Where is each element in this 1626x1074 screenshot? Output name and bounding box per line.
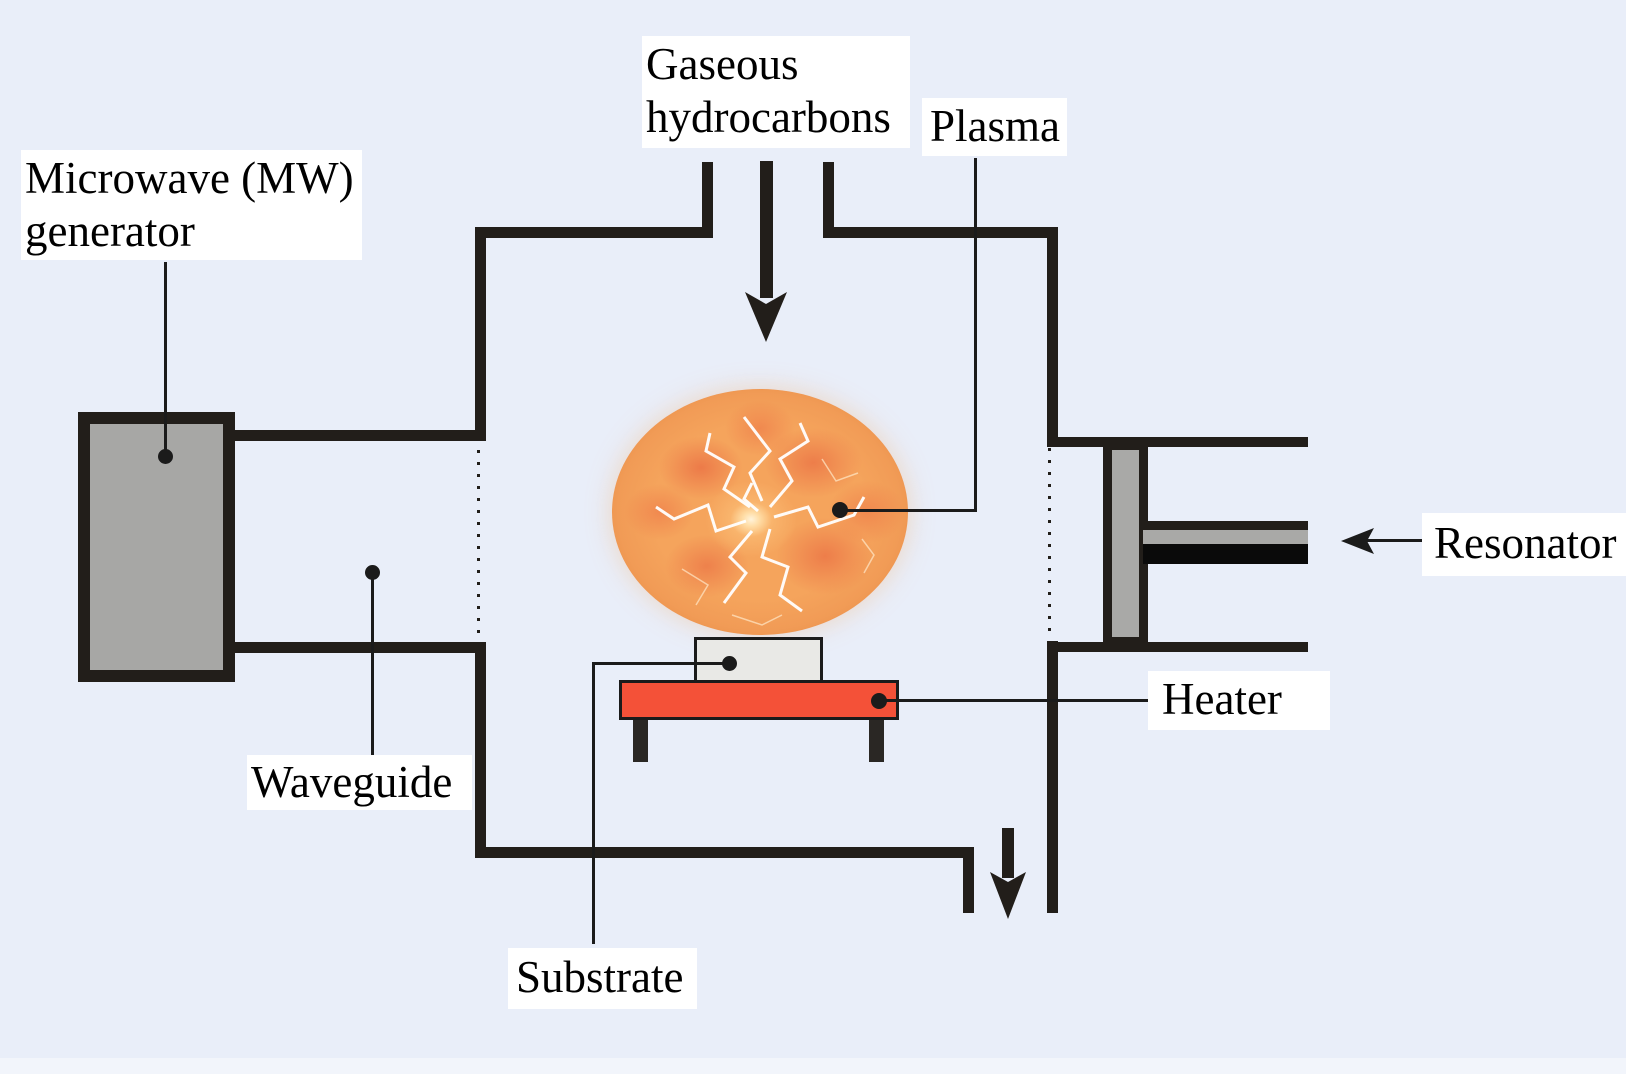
plasma-lightning-icon [655,416,875,626]
label-gaseous-hydrocarbons-line1: Gaseous [646,39,799,89]
plasma-leader-line-vertical [974,158,977,512]
chamber-top-wall-right [823,227,1058,238]
label-heater: Heater [1148,671,1330,730]
label-substrate: Substrate [508,948,697,1009]
resonator-left-arrow-icon [1341,528,1425,554]
resonator-bar-bottom [1047,642,1308,652]
gas-inlet-down-arrow-icon [745,161,787,342]
exhaust-duct-wall-left [963,847,974,913]
heater-leg-right [869,719,884,762]
heater-leader-line [879,699,1148,702]
resonator-arm-gray-band [1143,530,1308,544]
plasma-ball [612,389,908,635]
heater-leg-left [633,719,648,762]
plasma-leader-line-horizontal [840,509,977,512]
resonator-arm-black-band [1143,544,1308,564]
microwave-generator-leader-line [164,262,167,457]
label-gaseous-hydrocarbons-line2: hydrocarbons [646,92,891,142]
label-plasma: Plasma [922,98,1067,156]
chamber-left-wall-upper [475,227,486,441]
label-microwave-generator-line1: Microwave (MW) [25,153,354,203]
coupling-window-right [1048,448,1051,640]
coupling-window-left [477,450,480,640]
waveguide-leader-line [371,573,374,756]
gas-inlet-wall-left [702,162,713,238]
label-microwave-generator-line2: generator [25,206,195,256]
substrate-leader-line-horizontal [592,662,729,665]
resonator-arm-top-edge [1143,521,1308,530]
substrate-block [694,637,823,683]
chamber-top-wall-left [475,227,713,238]
resonator-bar-top [1047,437,1308,447]
label-gaseous-hydrocarbons: Gaseous hydrocarbons [642,36,910,148]
chamber-bottom-wall [475,847,974,858]
chamber-right-wall-upper [1047,227,1058,447]
waveguide-wall-top [235,430,486,441]
label-resonator: Resonator [1422,513,1626,576]
background-strip [0,1058,1626,1074]
waveguide-wall-bottom [235,642,486,653]
plasma-leader-dot [832,502,848,518]
resonator-coupler-plate [1112,450,1139,637]
chamber-left-wall-lower [475,642,486,858]
label-microwave-generator: Microwave (MW) generator [21,150,362,260]
heater-block [619,680,899,720]
microwave-generator-leader-dot [158,449,173,464]
substrate-leader-dot [722,656,737,671]
substrate-leader-line-vertical [592,662,595,944]
microwave-generator-box [78,412,235,682]
waveguide-leader-dot [365,565,380,580]
chamber-right-wall-lower [1047,641,1058,913]
exhaust-down-arrow-icon [990,828,1026,919]
heater-leader-dot [871,693,887,709]
label-waveguide: Waveguide [247,755,472,810]
gas-inlet-wall-right [823,162,834,238]
